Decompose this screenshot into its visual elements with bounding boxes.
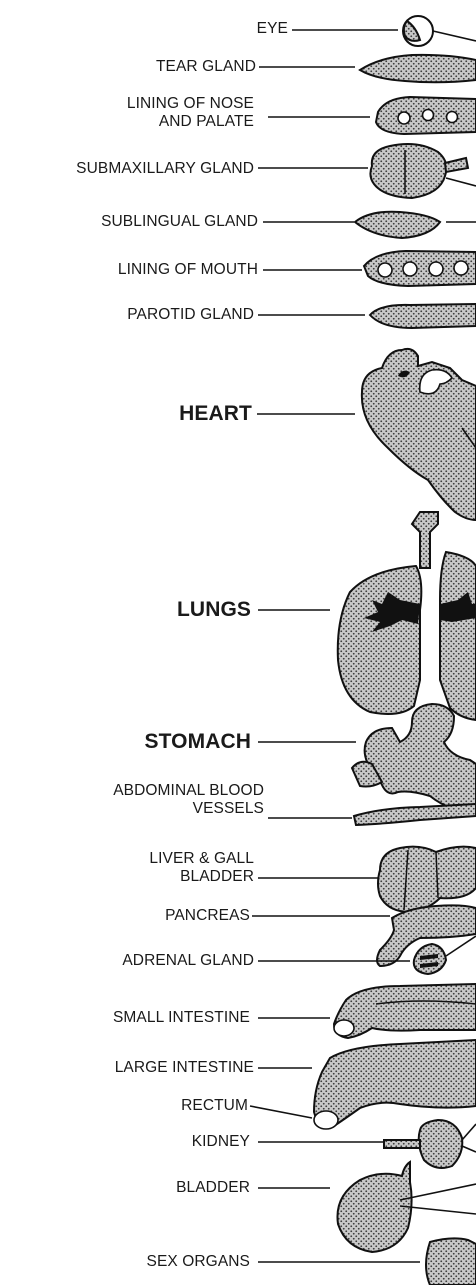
parotid-gland-organ <box>258 304 476 328</box>
eye-label: EYE <box>257 20 288 38</box>
stomach-organ <box>258 704 476 812</box>
kidney-label: KIDNEY <box>192 1133 250 1151</box>
sex-organs-label: SEX ORGANS <box>147 1253 251 1271</box>
eye-organ <box>292 16 476 46</box>
mouth-lining-organ <box>263 251 476 286</box>
lining-of-nose-label: LINING OF NOSE AND PALATE <box>44 95 254 131</box>
lungs-organ <box>258 512 476 720</box>
bladder-label: BLADDER <box>176 1179 250 1197</box>
parotid-gland-label: PAROTID GLAND <box>127 306 254 324</box>
adrenal-gland-organ <box>258 936 476 974</box>
adrenal-gland-label: ADRENAL GLAND <box>122 952 254 970</box>
heart-organ <box>257 349 476 520</box>
submaxillary-gland-label: SUBMAXILLARY GLAND <box>76 160 254 178</box>
kidney-organ <box>258 1120 476 1168</box>
heart-label: HEART <box>179 402 252 426</box>
large-intestine-label: LARGE INTESTINE <box>115 1059 254 1077</box>
submaxillary-gland-organ <box>258 144 476 198</box>
tear-gland-organ <box>259 55 476 82</box>
small-intestine-label: SMALL INTESTINE <box>113 1009 250 1027</box>
abdominal-vessels-organ <box>268 804 476 825</box>
small-intestine-organ <box>258 984 476 1038</box>
pancreas-label: PANCREAS <box>165 907 250 925</box>
lungs-label: LUNGS <box>177 598 251 622</box>
lining-of-mouth-label: LINING OF MOUTH <box>118 261 258 279</box>
liver-gall-bladder-label: LIVER & GALL BLADDER <box>34 850 254 886</box>
sublingual-gland-organ <box>263 212 476 238</box>
nose-palate-organ <box>268 97 476 134</box>
sublingual-gland-label: SUBLINGUAL GLAND <box>101 213 258 231</box>
liver-organ <box>258 847 476 912</box>
rectum-label: RECTUM <box>181 1097 248 1115</box>
stomach-label: STOMACH <box>145 730 251 754</box>
large-intestine-organ <box>258 1040 476 1129</box>
rectum-organ <box>250 1106 312 1118</box>
abdominal-blood-vessels-label: ABDOMINAL BLOOD VESSELS <box>44 782 264 818</box>
tear-gland-label: TEAR GLAND <box>156 58 256 76</box>
